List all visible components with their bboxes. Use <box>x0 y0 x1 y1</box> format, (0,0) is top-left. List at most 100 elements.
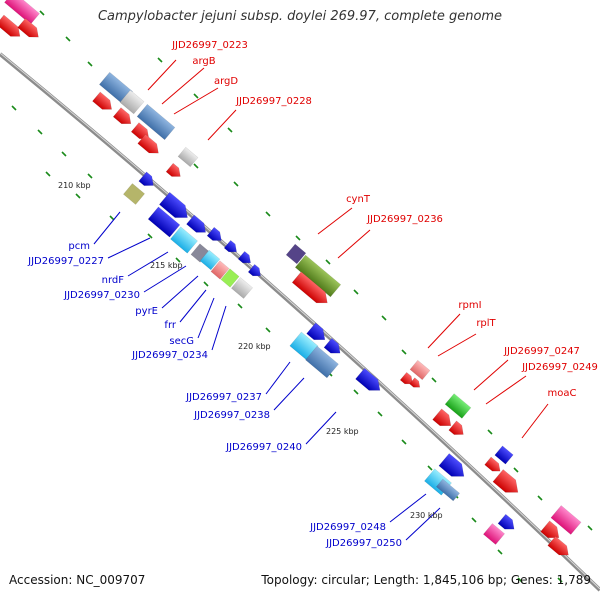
map-title: Campylobacter jejuni subsp. doylei 269.9… <box>97 9 503 24</box>
accession-text: Accession: NC_009707 <box>9 573 146 587</box>
leader-line <box>437 333 477 357</box>
gene-arrow <box>291 271 328 304</box>
leader-line <box>389 493 427 523</box>
scale-label: 215 kbp <box>150 261 183 270</box>
genome-backbone <box>0 52 600 592</box>
tick-mark <box>203 281 209 287</box>
leader-line <box>161 67 205 105</box>
gene-box <box>177 146 199 168</box>
tick-mark <box>295 235 301 241</box>
tick-mark <box>353 289 359 295</box>
scale-label: 230 kbp <box>410 511 443 520</box>
leader-line <box>473 359 509 391</box>
gene-arrow <box>0 14 21 37</box>
tick-mark <box>227 127 233 133</box>
gene-box <box>147 206 181 238</box>
gene-box <box>119 89 145 115</box>
leader-line <box>211 305 227 351</box>
scale-label: 225 kbp <box>326 427 359 436</box>
leader-line <box>107 237 151 259</box>
gene-box <box>136 103 176 141</box>
leader-line <box>147 59 177 91</box>
tick-mark <box>381 315 387 321</box>
gene-arrow <box>399 371 413 385</box>
tick-mark <box>537 495 543 501</box>
scale-label: 210 kbp <box>58 181 91 190</box>
label-leader-lines <box>93 59 549 541</box>
tick-mark <box>471 517 477 523</box>
leader-line <box>207 109 237 141</box>
gene-box <box>550 505 582 535</box>
gene-label-reverse: JJD26997_0230 <box>63 290 140 301</box>
gene-arrow <box>206 226 222 241</box>
gene-label-reverse: JJD26997_0250 <box>325 538 402 549</box>
tick-mark <box>353 389 359 395</box>
gene-label-reverse: JJD26997_0248 <box>309 522 386 533</box>
leader-line <box>405 507 441 541</box>
tick-mark <box>233 181 239 187</box>
gene-label-reverse: frr <box>164 320 176 331</box>
gene-arrow <box>547 535 569 556</box>
gene-label-forward: JJD26997_0236 <box>366 214 443 225</box>
gene-label-reverse: secG <box>169 336 194 347</box>
gene-label-forward: argB <box>192 56 215 67</box>
gene-arrow <box>186 214 206 233</box>
gene-arrow <box>497 513 515 530</box>
gene-arrow <box>448 420 464 435</box>
tick-mark <box>431 377 437 383</box>
gene-arrow <box>165 162 181 177</box>
gene-label-forward: rpmI <box>458 300 481 311</box>
gene-label-reverse: JJD26997_0237 <box>185 392 262 403</box>
tick-mark <box>37 129 43 135</box>
gene-arrow <box>484 456 501 472</box>
gene-features <box>0 0 582 556</box>
gene-label-reverse: JJD26997_0240 <box>225 442 302 453</box>
gene-label-reverse: JJD26997_0238 <box>193 410 270 421</box>
tick-mark <box>147 233 153 239</box>
tick-mark <box>401 439 407 445</box>
gene-label-forward: JJD26997_0223 <box>171 40 248 51</box>
tick-mark <box>325 259 331 265</box>
tick-mark <box>427 465 433 471</box>
gene-arrow <box>138 171 154 186</box>
gene-box <box>199 249 221 271</box>
leader-line <box>93 211 121 245</box>
gene-box <box>494 445 514 465</box>
leader-line <box>485 375 527 405</box>
tick-mark <box>87 173 93 179</box>
gene-arrow <box>159 191 188 218</box>
leader-line <box>127 251 169 277</box>
tick-mark <box>65 36 71 42</box>
tick-mark <box>401 349 407 355</box>
gene-box <box>285 243 307 265</box>
tick-mark <box>513 467 519 473</box>
tick-mark <box>587 525 593 531</box>
tick-mark <box>237 303 243 309</box>
gene-arrow <box>112 107 132 125</box>
gene-arrow <box>409 377 421 388</box>
gene-arrow <box>438 453 465 477</box>
gene-label-reverse: pyrE <box>135 306 158 317</box>
leader-line <box>317 207 353 235</box>
gene-label-forward: argD <box>214 76 238 87</box>
gene-arrow <box>323 337 341 354</box>
gene-label-forward: JJD26997_0228 <box>235 96 312 107</box>
tick-mark <box>75 193 81 199</box>
leader-line <box>337 229 371 259</box>
gene-box <box>220 268 240 288</box>
tick-mark <box>61 151 67 157</box>
gene-label-forward: moaC <box>548 388 577 399</box>
leader-line <box>161 275 199 309</box>
tick-mark <box>193 93 199 99</box>
gene-label-reverse: pcm <box>68 241 90 252</box>
genome-backbone-highlight <box>0 52 600 590</box>
gene-label-forward: JJD26997_0247 <box>503 346 580 357</box>
gene-box <box>409 359 431 381</box>
gene-arrow <box>306 322 326 341</box>
tick-mark <box>557 577 563 583</box>
tick-mark <box>497 549 503 555</box>
tick-mark <box>39 10 45 16</box>
